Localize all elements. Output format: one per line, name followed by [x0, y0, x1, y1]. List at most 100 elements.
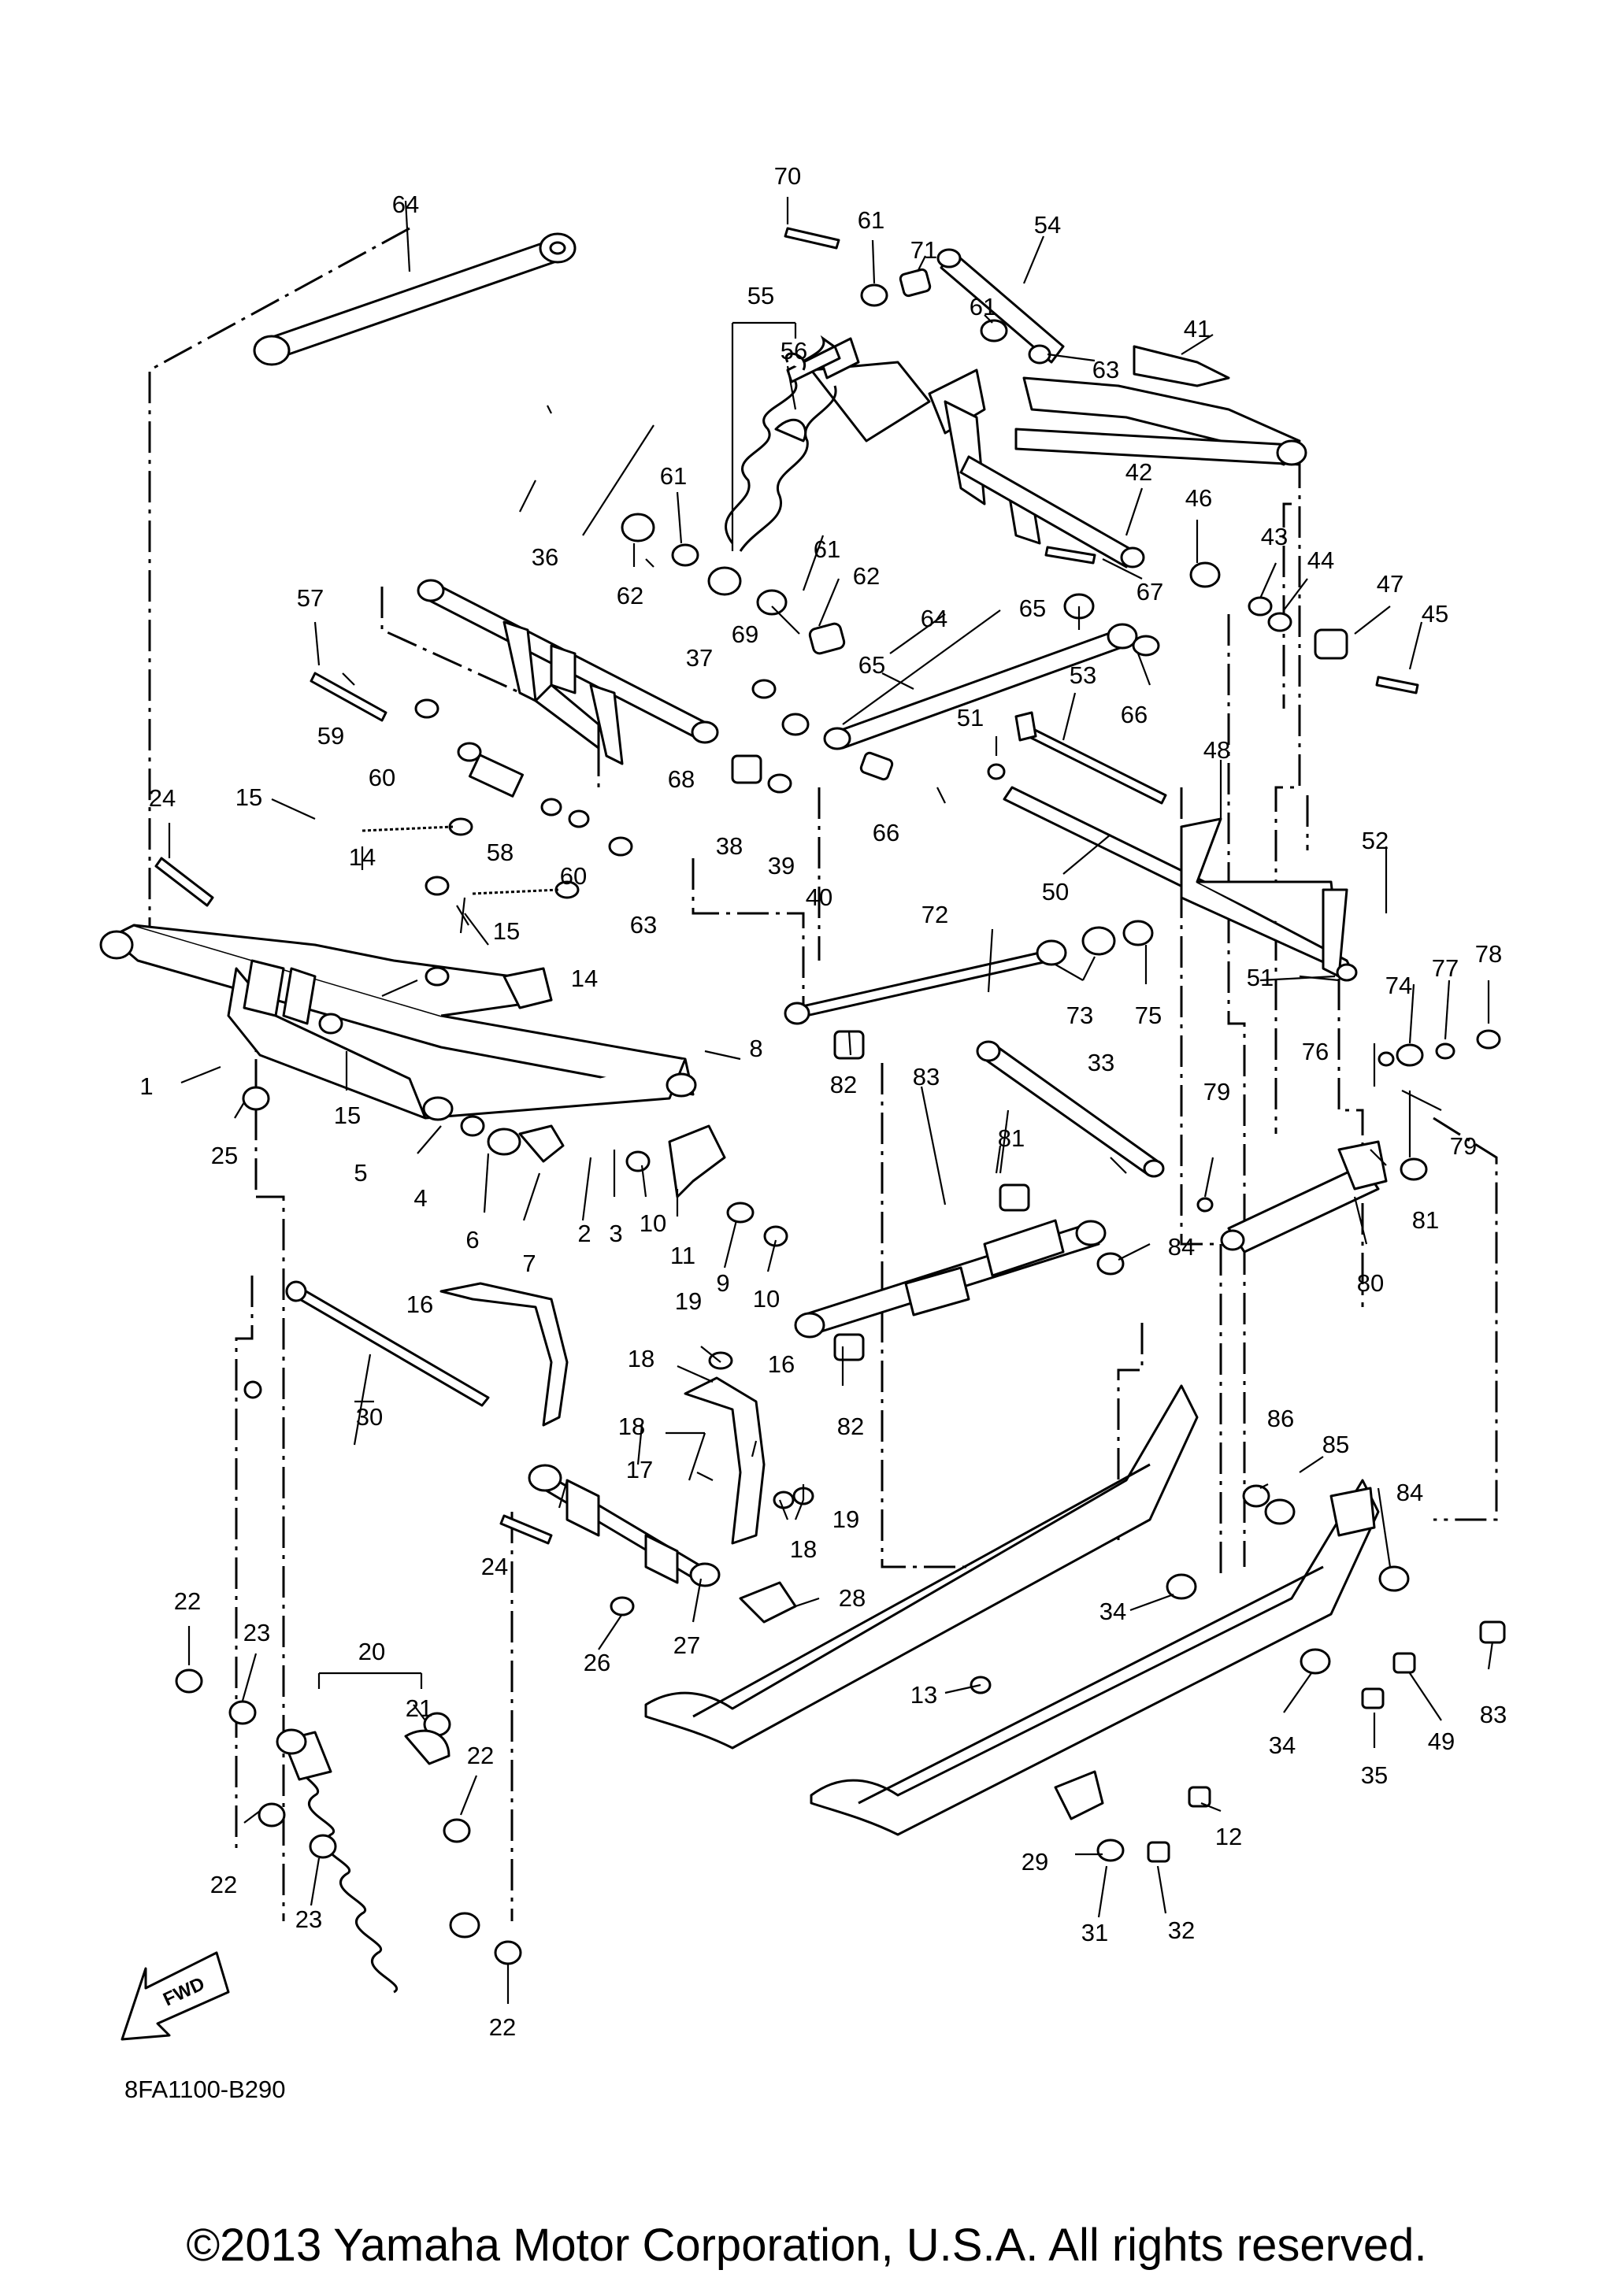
callout-63b: 63: [630, 911, 657, 939]
callout-76: 76: [1302, 1038, 1329, 1065]
bracket-48: [1180, 817, 1356, 978]
bracket-29: [1054, 1770, 1104, 1820]
shock-absorber-55: [707, 335, 986, 596]
callout-28: 28: [839, 1584, 866, 1612]
callout-7: 7: [522, 1250, 536, 1277]
callout-61a: 61: [858, 206, 884, 234]
callout-16b: 16: [768, 1350, 795, 1378]
callout-65b: 65: [858, 651, 885, 679]
callout-74: 74: [1385, 972, 1412, 999]
spring-14-lower-eye: [554, 880, 580, 899]
callout-15b: 15: [493, 917, 520, 945]
callout-50: 50: [1042, 878, 1069, 905]
callout-53: 53: [1070, 661, 1096, 689]
hardware-parts: [175, 268, 1506, 1965]
callout-72: 72: [921, 901, 948, 928]
callout-36: 36: [532, 543, 558, 571]
callout-47: 47: [1377, 570, 1403, 598]
callout-60a: 60: [369, 764, 395, 791]
bolt-24-lower: [499, 1514, 553, 1545]
leader-lines: [168, 197, 1494, 2004]
callout-12: 12: [1215, 1823, 1242, 1850]
callout-22c: 22: [210, 1871, 237, 1898]
spring-14-upper: [362, 825, 454, 832]
callout-43: 43: [1261, 523, 1288, 550]
callout-51a: 51: [957, 704, 984, 731]
rod-72: [784, 951, 1045, 1025]
callout-5: 5: [354, 1159, 367, 1187]
callout-32: 32: [1168, 1916, 1195, 1944]
rod-64-lower: [823, 623, 1138, 750]
callout-23b: 23: [295, 1905, 322, 1933]
callout-2: 2: [577, 1220, 591, 1247]
callout-59: 59: [317, 722, 344, 750]
callout-80: 80: [1357, 1269, 1384, 1297]
callout-61b: 61: [970, 293, 996, 320]
callout-52: 52: [1362, 827, 1389, 854]
shock-absorber-20: [276, 1728, 480, 1994]
callout-35: 35: [1361, 1761, 1388, 1789]
callout-18a: 18: [628, 1345, 654, 1372]
rod-64-upper: [253, 232, 577, 366]
callout-14a: 14: [349, 843, 376, 871]
callout-22b: 22: [467, 1742, 494, 1769]
callout-56: 56: [781, 337, 807, 365]
callout-42: 42: [1125, 458, 1152, 486]
shaft-42: [959, 455, 1145, 568]
callout-1: 1: [139, 1072, 153, 1100]
callout-77: 77: [1432, 954, 1459, 982]
callout-81a: 81: [998, 1124, 1025, 1152]
bolt-57: [310, 672, 387, 722]
strap-16-right: [684, 1376, 766, 1545]
callout-60b: 60: [560, 862, 587, 890]
callout-62a: 62: [617, 582, 643, 609]
bolt-53: [1014, 711, 1167, 805]
slide-rail-right: [810, 1479, 1380, 1836]
shaft-54: [936, 248, 1065, 364]
callout-8: 8: [749, 1035, 762, 1062]
suspension-drawing: FWD: [99, 197, 1506, 2041]
callout-22a: 22: [174, 1587, 201, 1615]
callout-41: 41: [1184, 315, 1211, 343]
bolt-30: [285, 1280, 490, 1407]
callout-30: 30: [356, 1403, 383, 1431]
callout-84a: 84: [1168, 1233, 1195, 1261]
shaft-27: [528, 1464, 721, 1587]
callout-9: 9: [716, 1269, 729, 1297]
callout-55: 55: [747, 282, 774, 309]
callout-71: 71: [910, 236, 937, 264]
callout-4: 4: [413, 1184, 427, 1212]
callout-20: 20: [358, 1638, 385, 1665]
callout-10a: 10: [640, 1209, 666, 1237]
callout-54: 54: [1034, 211, 1061, 239]
callout-14b: 14: [571, 965, 598, 992]
callout-63a: 63: [1092, 356, 1119, 383]
bolt-67: [1044, 546, 1096, 565]
callout-38: 38: [716, 832, 743, 860]
bracket-11: [668, 1124, 726, 1198]
callout-57: 57: [297, 584, 324, 612]
callout-67: 67: [1137, 578, 1163, 605]
callout-29: 29: [1022, 1848, 1048, 1876]
callout-73: 73: [1066, 1002, 1093, 1029]
drawing-code: 8FA1100-B290: [124, 2076, 286, 2103]
strap-16-left: [439, 1282, 569, 1427]
callout-75: 75: [1135, 1002, 1162, 1029]
callout-19a: 19: [675, 1287, 702, 1315]
callout-79b: 79: [1450, 1132, 1477, 1160]
callout-13: 13: [910, 1681, 937, 1709]
callout-46: 46: [1185, 484, 1212, 512]
callout-33: 33: [1088, 1049, 1114, 1076]
callout-66a: 66: [1121, 701, 1148, 728]
spring-14-upper-eye: [448, 817, 473, 836]
bracket-76: [1220, 1140, 1388, 1254]
shaft-33: [976, 1040, 1165, 1178]
damper-link-84: [794, 1219, 1107, 1339]
callout-51b: 51: [1247, 964, 1274, 991]
callout-49: 49: [1428, 1728, 1455, 1755]
callout-86: 86: [1267, 1405, 1294, 1432]
callout-24b: 24: [481, 1553, 508, 1580]
callout-70: 70: [774, 162, 801, 190]
callout-68: 68: [668, 765, 695, 793]
callout-17: 17: [626, 1456, 653, 1483]
